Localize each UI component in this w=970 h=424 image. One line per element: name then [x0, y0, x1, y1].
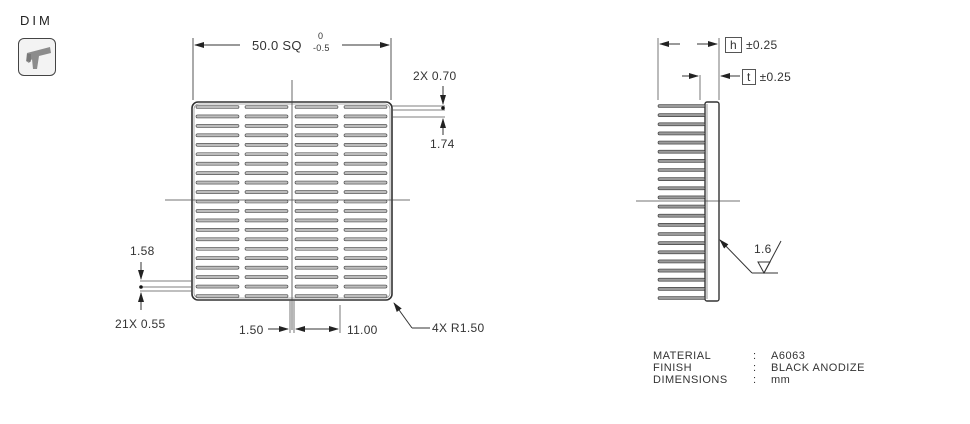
row-count-label: 21X 0.55: [115, 317, 166, 331]
thickness-tolerance: ±0.25: [759, 70, 792, 84]
fin-gap-label: 1.74: [430, 137, 455, 151]
overall-dimension-label: 50.0 SQ: [252, 38, 302, 53]
column-pitch-label: 11.00: [347, 323, 378, 337]
note-row: DIMENSIONS:mm: [653, 374, 791, 386]
height-tolerance: ±0.25: [745, 38, 778, 52]
tolerance-lower: -0.5: [313, 43, 330, 53]
note-row: MATERIAL:A6063: [653, 350, 806, 362]
fin-grid: [195, 105, 388, 298]
slot-gap-label: 1.50: [239, 323, 264, 337]
side-fins: [657, 104, 706, 300]
caliper-icon: [18, 38, 56, 76]
fin-thickness-label: 2X 0.70: [413, 69, 457, 83]
thickness-symbol: t: [742, 69, 756, 85]
thickness-dimension: t±0.25: [742, 69, 791, 85]
note-row: FINISH:BLACK ANODIZE: [653, 362, 865, 374]
material-notes: MATERIAL:A6063 FINISH:BLACK ANODIZE DIME…: [653, 350, 865, 386]
tolerance-upper: 0: [318, 31, 324, 41]
height-symbol: h: [725, 37, 742, 53]
dim-badge-title: DIM: [20, 13, 53, 28]
row-pitch-label: 1.58: [130, 244, 155, 258]
corner-radius-label: 4X R1.50: [432, 321, 485, 335]
roughness-value: 1.6: [754, 242, 772, 256]
height-dimension: h±0.25: [725, 37, 777, 53]
